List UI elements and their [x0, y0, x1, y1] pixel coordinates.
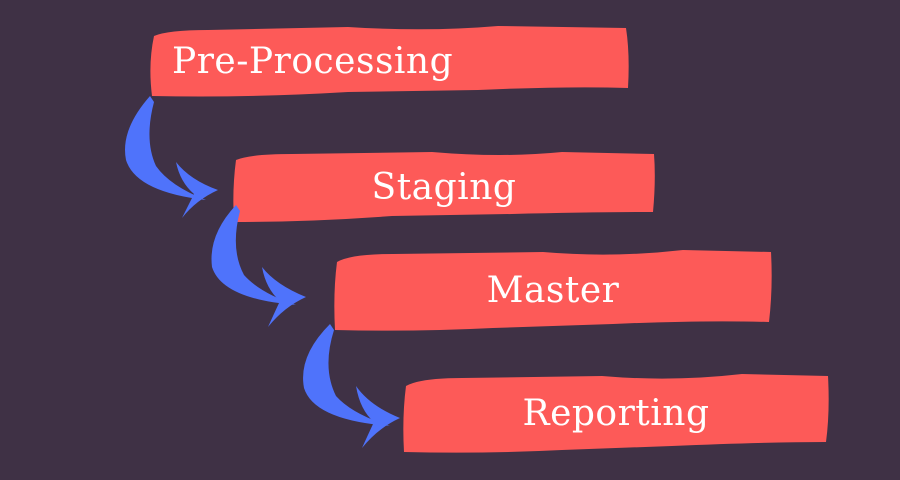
stage-reporting: Reporting	[402, 372, 830, 454]
stage-label: Reporting	[522, 392, 710, 434]
stage-master: Master	[333, 248, 773, 332]
stage-pre-processing: Pre-Processing	[148, 24, 630, 98]
curved-arrow-icon	[303, 324, 400, 448]
stage-label: Staging	[371, 166, 517, 208]
stage-label: Pre-Processing	[172, 40, 454, 82]
brush-stroke-shape	[403, 374, 829, 453]
brush-stroke-shape	[233, 152, 655, 222]
curved-arrow-icon	[211, 205, 306, 327]
brush-stroke-shape	[334, 250, 772, 331]
brush-stroke-shape	[150, 26, 629, 97]
curved-arrow-icon	[125, 96, 218, 218]
stage-label: Master	[486, 269, 620, 311]
stage-staging: Staging	[232, 150, 656, 224]
